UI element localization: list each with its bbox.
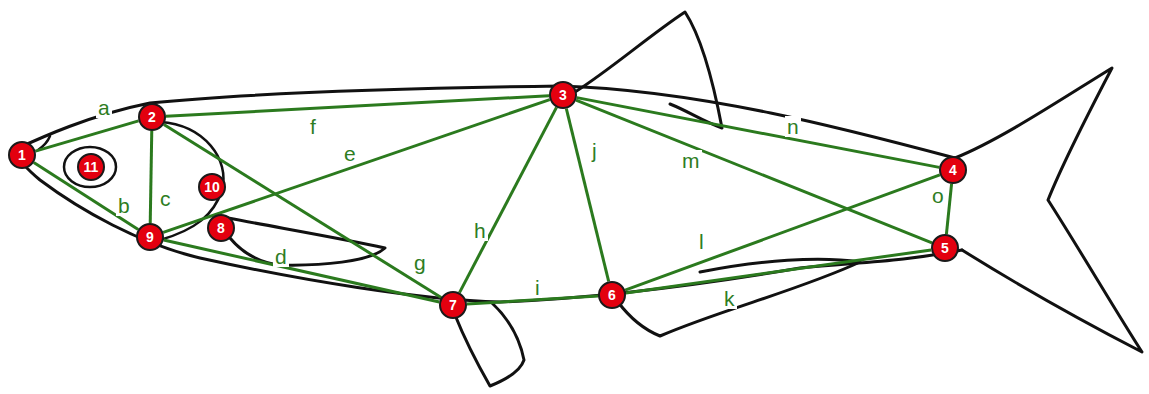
distance-letter: c — [158, 188, 173, 209]
distance-letter: m — [680, 150, 702, 171]
landmark-marker: 6 — [598, 281, 626, 309]
distance-letter: n — [785, 116, 801, 137]
distance-letter: h — [472, 220, 488, 241]
landmark-marker: 1 — [8, 141, 36, 169]
distance-letter: f — [308, 116, 318, 137]
distance-letter: i — [533, 277, 542, 298]
landmark-number: 9 — [146, 230, 154, 244]
measurement-line — [459, 107, 556, 292]
measurement-line — [566, 109, 608, 282]
landmark-number: 7 — [449, 298, 457, 312]
distance-letter: o — [930, 185, 946, 206]
distance-letter: b — [116, 195, 132, 216]
measurement-line — [625, 175, 940, 290]
landmark-number: 3 — [559, 88, 567, 102]
measurement-line — [577, 98, 940, 168]
landmark-number: 11 — [84, 160, 99, 174]
landmark-number: 10 — [204, 180, 220, 194]
landmark-number: 8 — [217, 221, 225, 235]
distance-letter: d — [273, 246, 289, 267]
distance-letter: k — [722, 288, 737, 309]
landmark-marker: 4 — [939, 156, 967, 184]
measurement-line — [35, 121, 138, 151]
measurement-line — [166, 96, 549, 117]
landmark-marker: 9 — [136, 223, 164, 251]
landmark-marker: 2 — [138, 103, 166, 131]
landmark-number: 6 — [608, 288, 616, 302]
landmark-marker: 8 — [207, 214, 235, 242]
distance-letter: a — [96, 97, 112, 118]
landmark-number: 5 — [941, 241, 949, 255]
landmark-number: 2 — [148, 110, 156, 124]
distance-letter: l — [697, 231, 706, 252]
eye — [64, 147, 116, 187]
landmark-marker: 5 — [931, 234, 959, 262]
pelvic-fin — [455, 303, 524, 386]
distance-letter: e — [342, 143, 358, 164]
measurement-line — [626, 250, 931, 293]
tail-fin — [955, 68, 1142, 352]
landmark-marker: 10 — [198, 173, 226, 201]
landmark-marker: 3 — [549, 81, 577, 109]
landmark-number: 1 — [18, 148, 26, 162]
measurement-line — [946, 184, 951, 234]
measurement-line — [164, 124, 441, 297]
landmark-marker: 11 — [77, 153, 105, 181]
measurement-line — [150, 131, 152, 223]
landmark-number: 4 — [949, 163, 957, 177]
measurement-line — [163, 100, 550, 233]
distance-letter: j — [590, 140, 599, 161]
distance-letter: g — [412, 252, 428, 273]
landmark-marker: 7 — [439, 291, 467, 319]
pectoral-fin — [228, 218, 385, 265]
anal-fin — [618, 259, 860, 336]
measurement-line — [576, 100, 932, 243]
